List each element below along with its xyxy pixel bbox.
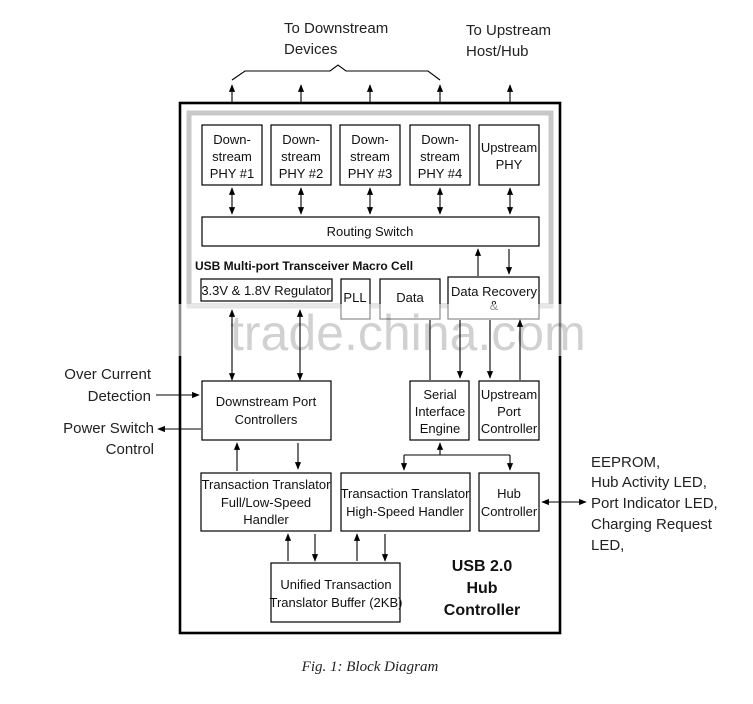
figure-caption: Fig. 1: Block Diagram [301,659,439,675]
peripheral-4: Charging Request [591,516,713,533]
phy1-text-1: Down- [213,132,251,147]
sie-label-2: Interface [415,404,466,419]
regulator-block [200,278,333,302]
downstream-brace [231,64,441,81]
to-upstream-label-2: Host/Hub [466,43,529,60]
serial-interface-engine [409,380,470,441]
ttfs-label-1: Transaction Translator [202,477,332,492]
watermark-band [170,304,570,356]
over-current-label-1: Over Current [64,366,152,383]
dspc-label-1: Downstream Port [216,394,317,409]
phy3-text-3: PHY #3 [348,166,393,181]
macro-cell-label: USB Multi-port Transceiver Macro Cell [195,259,413,273]
dspc-label-2: Controllers [235,412,298,427]
to-upstream-label-1: To Upstream [466,22,551,39]
usphy-text-1: Upstream [481,140,537,155]
phy2-text-3: PHY #2 [279,166,324,181]
downstream-phy-4 [409,124,471,186]
downstream-phy-2 [270,124,332,186]
phy2-text-2: stream [281,149,321,164]
routing-switch-label: Routing Switch [327,224,414,239]
data-recovery-label-1: Data Recovery [451,284,537,299]
ttfs-label-2: Full/Low-Speed [221,495,311,510]
pll-label: PLL [343,290,366,305]
phy2-text-1: Down- [282,132,320,147]
chip-title-1: USB 2.0 [452,558,513,575]
ttfs-label-3: Handler [243,512,289,527]
regulator-label: 3.3V & 1.8V Regulator [201,283,331,298]
chip-title-2: Hub [466,580,497,597]
phy3-text-1: Down- [351,132,389,147]
phy1-text-3: PHY #1 [210,166,255,181]
power-switch-label-2: Control [106,441,154,458]
uspc-label-1: Upstream [481,387,537,402]
data-label: Data [396,290,424,305]
tt-high-speed-handler [340,472,471,532]
peripheral-1: EEPROM, [591,454,660,471]
buffer-label-2: Translator Buffer (2KB) [270,595,403,610]
sie-label-3: Engine [420,421,460,436]
tt-full-low-speed-handler [200,472,332,532]
sie-label-1: Serial [423,387,456,402]
phy3-text-2: stream [350,149,390,164]
phy4-text-2: stream [420,149,460,164]
tths-label-2: High-Speed Handler [346,504,464,519]
peripheral-5: LED, [591,537,624,554]
chip-title-3: Controller [444,602,520,619]
tt-buffer [270,562,401,623]
over-current-label-2: Detection [88,388,151,405]
downstream-phy-3 [339,124,401,186]
phy4-text-1: Down- [421,132,459,147]
watermark-text: trade.china.com [230,305,586,361]
hubctrl-label-1: Hub [497,486,521,501]
peripheral-3: Port Indicator LED, [591,495,718,512]
usphy-text-2: PHY [496,157,523,172]
phy4-text-3: PHY #4 [418,166,463,181]
hub-controller [478,472,540,532]
to-downstream-label-2: Devices [284,41,337,58]
downstream-phy-1 [201,124,263,186]
upstream-phy [478,124,540,186]
uspc-label-3: Controller [481,421,538,436]
tths-label-1: Transaction Translator [341,486,471,501]
buffer-label-1: Unified Transaction [280,577,391,592]
uspc-label-2: Port [497,404,521,419]
routing-switch [201,216,540,247]
to-downstream-label-1: To Downstream [284,20,388,37]
phy1-text-2: stream [212,149,252,164]
hubctrl-label-2: Controller [481,504,538,519]
peripheral-2: Hub Activity LED, [591,474,707,491]
power-switch-label-1: Power Switch [63,420,154,437]
upstream-port-controller [478,380,540,441]
downstream-port-controllers [201,380,332,441]
